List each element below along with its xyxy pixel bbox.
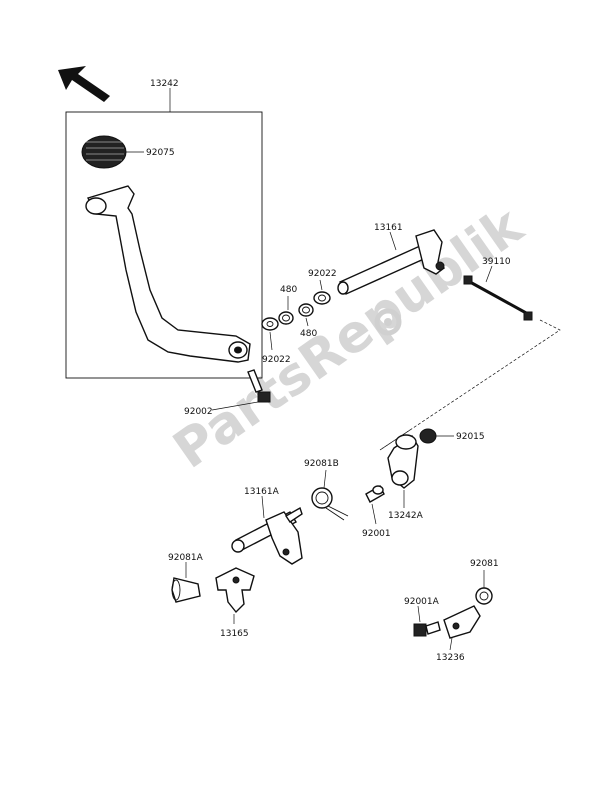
label-92022-top: 92022 <box>308 269 337 279</box>
label-39110: 39110 <box>482 257 511 267</box>
label-92081A: 92081A <box>168 553 204 563</box>
washer-92022-b <box>313 291 331 305</box>
lever-13242A <box>387 434 419 489</box>
shift-shaft-13161 <box>337 229 446 295</box>
label-13242: 13242 <box>150 79 179 89</box>
label-480-bottom: 480 <box>300 329 317 339</box>
label-92002: 92002 <box>184 407 213 417</box>
label-13236: 13236 <box>436 653 465 663</box>
spring-92081B <box>311 487 349 521</box>
circlip-480-b <box>298 303 314 317</box>
arm-13236 <box>443 605 481 639</box>
shift-pedal <box>85 185 251 363</box>
shift-pedal-rubber <box>81 135 127 169</box>
label-92015: 92015 <box>456 432 485 442</box>
shift-shaft-13161A <box>231 506 303 565</box>
bolt-92002 <box>247 369 271 403</box>
bolt-92001A <box>413 621 441 637</box>
stud-92001 <box>365 485 385 503</box>
label-92022-bottom: 92022 <box>262 355 291 365</box>
label-92081B: 92081B <box>304 459 339 469</box>
label-92081: 92081 <box>470 559 499 569</box>
circlip-480-a <box>278 311 294 325</box>
label-92001: 92001 <box>362 529 391 539</box>
assembly-outline-13242 <box>65 111 263 379</box>
spring-92081 <box>475 587 493 605</box>
label-13161A: 13161A <box>244 487 280 497</box>
label-13242A: 13242A <box>388 511 424 521</box>
label-13161: 13161 <box>374 223 403 233</box>
label-92001A: 92001A <box>404 597 440 607</box>
watermark-gear-icon <box>374 308 402 336</box>
washer-92022-a <box>261 317 279 331</box>
clip-92081A <box>171 577 201 603</box>
label-480-top: 480 <box>280 285 297 295</box>
nut-92015 <box>419 428 437 444</box>
front-direction-arrow-icon <box>58 66 110 102</box>
tie-rod-39110 <box>463 275 533 321</box>
label-92075: 92075 <box>146 148 175 158</box>
plate-13165 <box>215 567 255 614</box>
label-13165: 13165 <box>220 629 249 639</box>
